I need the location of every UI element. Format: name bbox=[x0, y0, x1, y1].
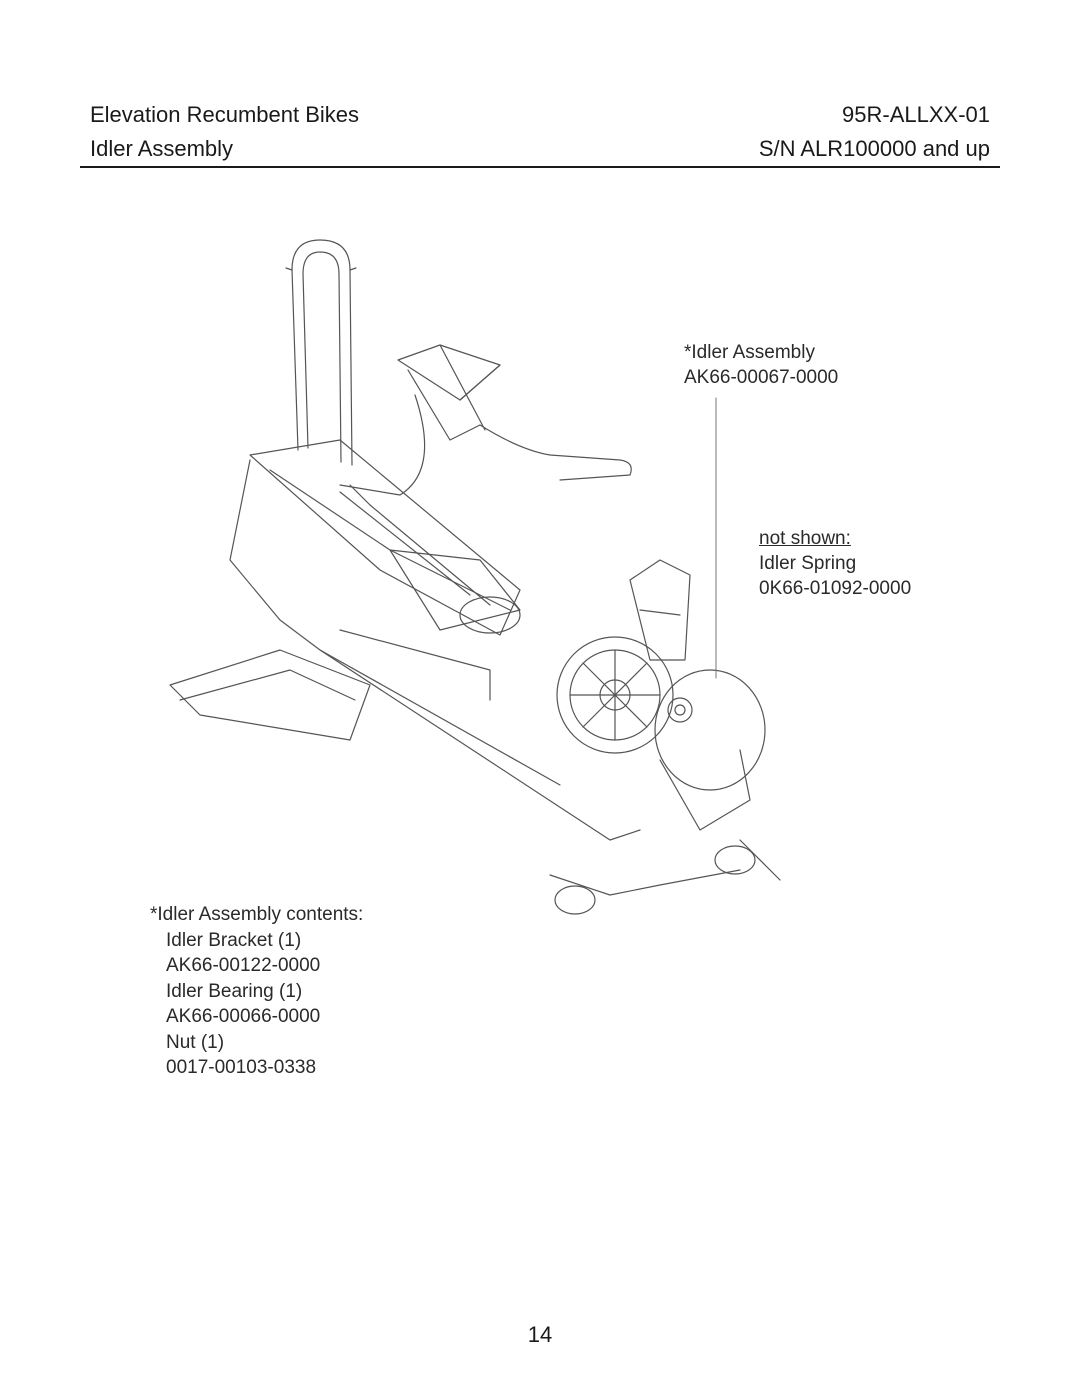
idler-assembly-part-number: AK66-00067-0000 bbox=[684, 367, 839, 388]
model-code: 95R-ALLXX-01 bbox=[842, 102, 990, 127]
seat-back-frame bbox=[285, 239, 357, 466]
idler-spring-label: Idler Spring bbox=[759, 553, 857, 574]
contents-item-part-number: AK66-00122-0000 bbox=[166, 955, 321, 976]
idler-assembly-callout: *Idler Assembly AK66-00067-0000 bbox=[684, 340, 838, 390]
cylinder-tube bbox=[389, 549, 521, 634]
page-number: 14 bbox=[527, 1322, 553, 1347]
rear-feet bbox=[549, 839, 781, 915]
contents-title: *Idler Assembly contents: bbox=[150, 904, 364, 925]
not-shown-label: not shown: bbox=[759, 528, 851, 549]
header-row-1: Elevation Recumbent Bikes 95R-ALLXX-01 bbox=[80, 100, 1000, 130]
base-frame bbox=[169, 459, 641, 841]
section-title: Idler Assembly bbox=[90, 136, 234, 161]
not-shown-callout: not shown: Idler Spring 0K66-01092-0000 bbox=[759, 526, 911, 601]
contents-item-name: Nut (1) bbox=[166, 1031, 225, 1053]
idler-spring-part-number: 0K66-01092-0000 bbox=[759, 578, 912, 599]
assembly-contents-list: *Idler Assembly contents: Idler Bracket … bbox=[150, 902, 363, 1081]
contents-item-part-number: AK66-00066-0000 bbox=[166, 1006, 321, 1027]
main-body bbox=[249, 439, 521, 636]
header-row-2: Idler Assembly S/N ALR100000 and up bbox=[80, 134, 1000, 164]
pedestal bbox=[629, 559, 691, 661]
page-header: Elevation Recumbent Bikes 95R-ALLXX-01 I… bbox=[80, 100, 1000, 168]
serial-range: S/N ALR100000 and up bbox=[758, 136, 990, 161]
idler-drive-wheel bbox=[654, 669, 766, 831]
contents-item-part-number: 0017-00103-0338 bbox=[166, 1057, 317, 1078]
contents-item-name: Idler Bracket (1) bbox=[166, 929, 302, 951]
bike-exploded-illustration bbox=[169, 239, 781, 915]
product-title: Elevation Recumbent Bikes bbox=[90, 102, 360, 127]
seat-and-handles bbox=[339, 344, 632, 496]
flywheel bbox=[556, 636, 674, 754]
idler-assembly-label: *Idler Assembly bbox=[684, 342, 815, 363]
contents-item-name: Idler Bearing (1) bbox=[166, 980, 303, 1002]
